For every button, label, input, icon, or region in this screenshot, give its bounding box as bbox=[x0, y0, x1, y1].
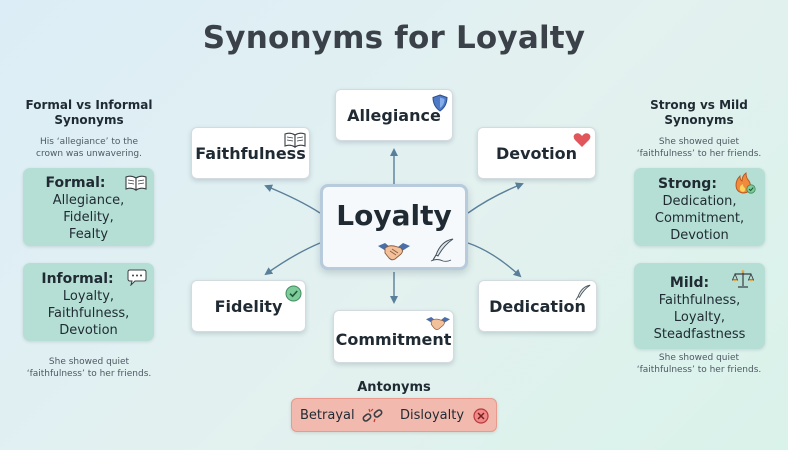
node-fidelity: Fidelity bbox=[191, 280, 306, 332]
check-circle-icon bbox=[285, 285, 302, 302]
node-allegiance-label: Allegiance bbox=[347, 105, 441, 125]
node-faithfulness-label: Faithfulness bbox=[195, 143, 306, 163]
antonyms-box: Betrayal Disloyalty bbox=[291, 398, 497, 432]
left-panel-example-bottom: She showed quiet ‘faithfulness’ to her f… bbox=[26, 357, 152, 379]
quill-icon bbox=[575, 284, 591, 301]
flame-icon bbox=[735, 172, 756, 194]
node-commitment-label: Commitment bbox=[335, 330, 452, 349]
handshake-icon bbox=[378, 243, 410, 261]
arrow-to-dedication bbox=[467, 242, 522, 278]
book-icon bbox=[125, 175, 147, 191]
page-title: Synonyms for Loyalty bbox=[202, 20, 586, 56]
card-informal-label: Informal: bbox=[41, 271, 114, 287]
antonyms-title: Antonyms bbox=[357, 380, 431, 395]
right-panel-example-top: She showed quiet ‘faithfulness’ to her f… bbox=[636, 137, 762, 159]
quill-icon bbox=[430, 238, 454, 262]
x-circle-icon bbox=[473, 408, 489, 424]
arrow-to-faithfulness bbox=[264, 184, 321, 214]
balance-scale-icon bbox=[732, 270, 754, 288]
card-formal-label: Formal: bbox=[45, 175, 106, 191]
broken-chain-icon bbox=[362, 408, 383, 423]
center-node-loyalty: Loyalty bbox=[320, 184, 468, 270]
node-devotion-label: Devotion bbox=[495, 143, 578, 163]
right-panel-example-bottom: She showed quiet ‘faithfulness’ to her f… bbox=[636, 353, 762, 375]
card-formal: Formal: Allegiance, Fidelity, Fealty bbox=[23, 168, 154, 246]
card-informal: Informal: Loyalty, Faithfulness, Devotio… bbox=[23, 263, 154, 341]
handshake-icon bbox=[426, 317, 450, 330]
arrow-to-devotion bbox=[467, 182, 524, 214]
node-devotion: Devotion bbox=[477, 127, 596, 179]
card-mild: Mild: Faithfulness, Loyalty, Steadfastne… bbox=[634, 263, 765, 349]
center-word: Loyalty bbox=[336, 199, 452, 232]
node-dedication: Dedication bbox=[478, 280, 597, 332]
node-allegiance: Allegiance bbox=[335, 89, 453, 141]
node-dedication-label: Dedication bbox=[489, 296, 586, 316]
card-strong: Strong: Dedication, Commitment, Devotion bbox=[634, 168, 765, 246]
antonym-disloyalty: Disloyalty bbox=[400, 408, 465, 423]
left-panel-example-top: His ‘allegiance’ to the crown was unwave… bbox=[36, 137, 142, 159]
left-panel-heading: Formal vs Informal Synonyms bbox=[25, 98, 153, 127]
heart-icon bbox=[573, 133, 591, 147]
card-strong-label: Strong: bbox=[658, 176, 717, 192]
book-icon bbox=[284, 132, 306, 148]
speech-bubble-icon bbox=[127, 269, 147, 286]
node-commitment: Commitment bbox=[333, 310, 454, 363]
antonym-betrayal: Betrayal bbox=[300, 408, 355, 423]
card-mild-label: Mild: bbox=[669, 275, 710, 291]
shield-icon bbox=[432, 94, 448, 112]
node-fidelity-label: Fidelity bbox=[214, 296, 283, 316]
node-faithfulness: Faithfulness bbox=[191, 127, 310, 179]
right-panel-heading: Strong vs Mild Synonyms bbox=[650, 98, 748, 127]
arrow-to-fidelity bbox=[264, 242, 321, 276]
